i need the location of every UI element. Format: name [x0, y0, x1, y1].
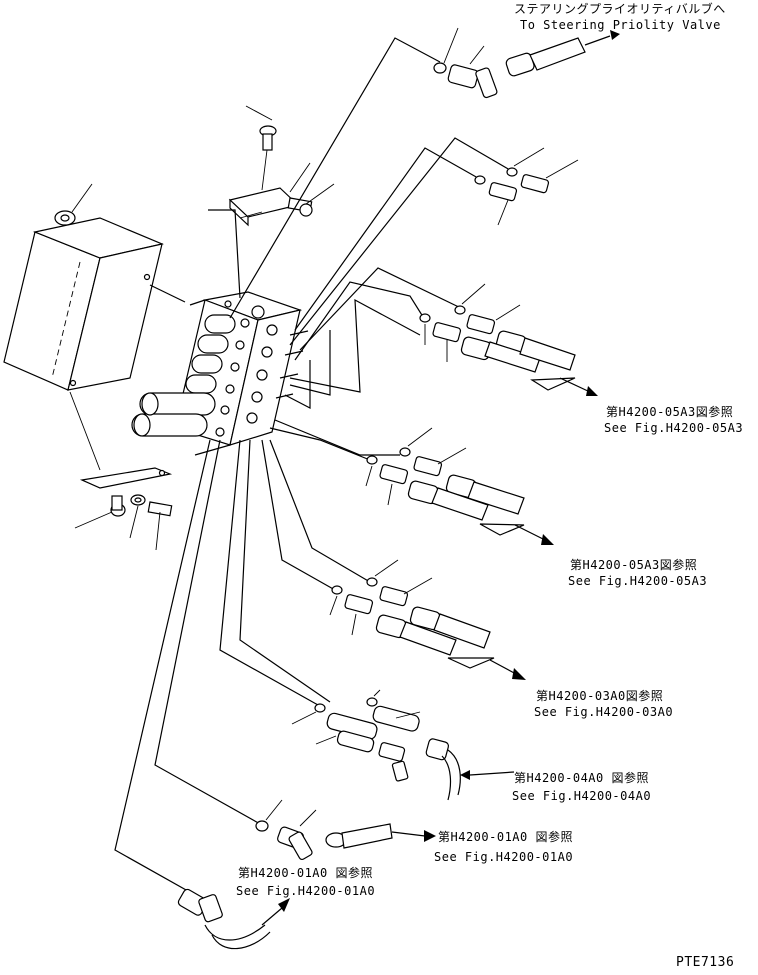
- fitting-group-1: [419, 283, 598, 396]
- fitting-group-3: [329, 559, 526, 680]
- ref5-label-jp: 第H4200-01A0 図参照: [438, 830, 573, 844]
- fitting-group-4: [291, 689, 515, 801]
- ref1-label-en: See Fig.H4200-05A3: [604, 421, 744, 435]
- ref1-label-jp: 第H4200-05A3図参照: [606, 405, 734, 419]
- pipe-lines: [114, 37, 511, 896]
- ref2-label-jp: 第H4200-05A3図参照: [570, 558, 698, 572]
- fitting-group-2: [365, 427, 554, 545]
- valve-cover: [3, 217, 164, 391]
- steering-label-jp: ステアリングプライオリティバルブへ: [514, 2, 726, 16]
- ref6-label-en: See Fig.H4200-01A0: [236, 884, 376, 898]
- ref4-label-en: See Fig.H4200-04A0: [512, 789, 652, 803]
- valve-block: [131, 291, 309, 446]
- bolt-lower: [74, 494, 173, 551]
- ref3-label-jp: 第H4200-03A0図参照: [536, 689, 664, 703]
- drawing-id: PTE7136: [676, 955, 735, 970]
- bracket-bottom: [69, 391, 173, 489]
- ref6-label-jp: 第H4200-01A0 図参照: [238, 866, 373, 880]
- fitting-steering: [433, 27, 620, 99]
- ref3-label-en: See Fig.H4200-03A0: [534, 705, 674, 719]
- bolt-top: [245, 105, 277, 191]
- ref4-label-jp: 第H4200-04A0 図参照: [514, 771, 649, 785]
- ref5-label-en: See Fig.H4200-01A0: [434, 850, 574, 864]
- steering-label-en: To Steering Priolity Valve: [520, 18, 721, 32]
- fitting-group-6: [177, 888, 290, 950]
- fitting-group-5: [255, 799, 436, 861]
- ref2-label-en: See Fig.H4200-05A3: [568, 574, 708, 588]
- fitting-pair-upper: [474, 147, 579, 226]
